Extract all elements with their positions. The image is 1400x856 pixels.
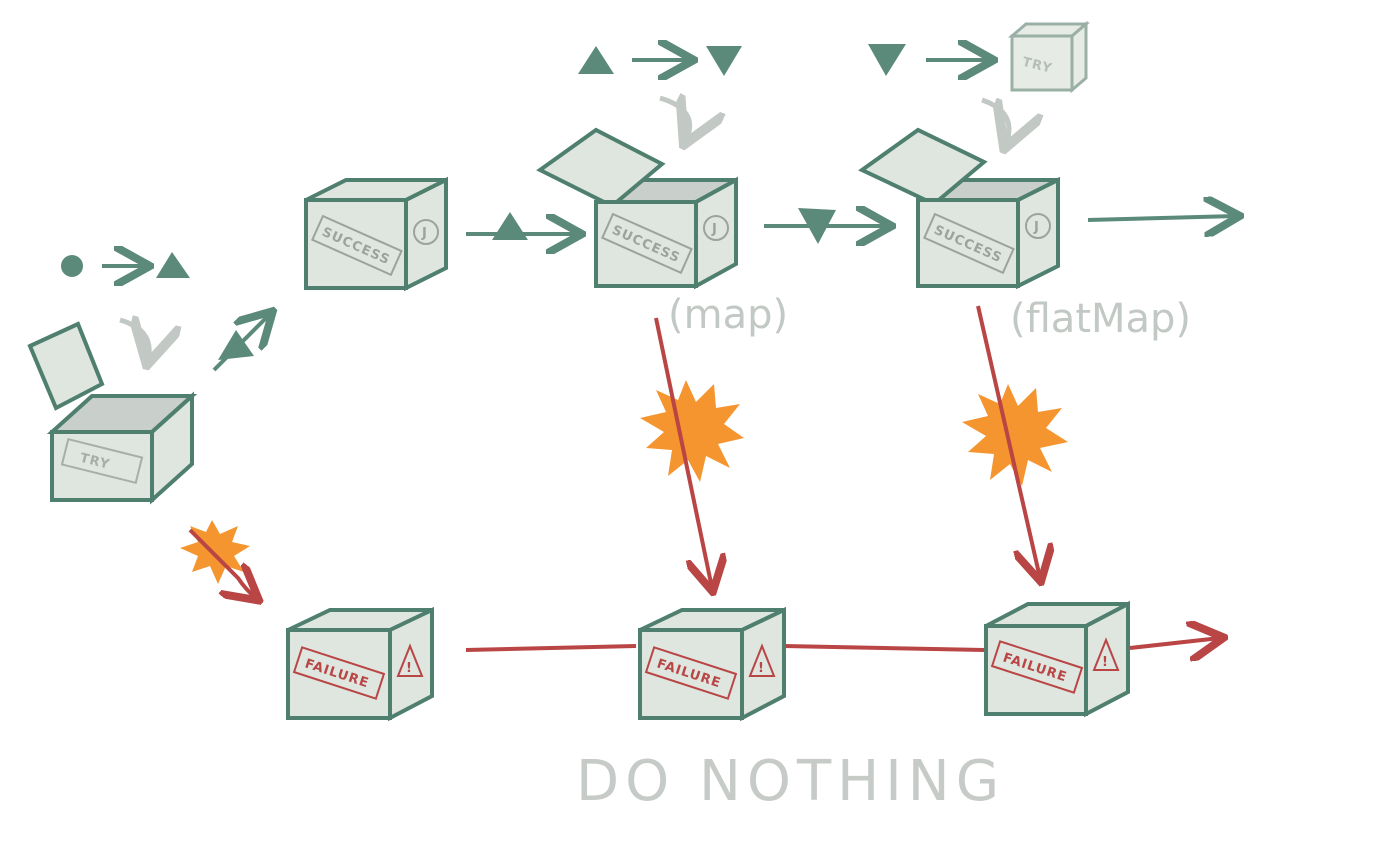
failure-path-2-to-3 [783, 644, 985, 652]
success-path-try-to-success [212, 314, 270, 372]
function-hint-circle-to-triangle [61, 252, 190, 278]
triangle-down-token-icon [706, 46, 742, 76]
triangle-up-token-icon [492, 212, 528, 240]
try-box: TRY [27, 321, 198, 505]
apply-arrow-flatmap [981, 97, 1009, 144]
try-box-small-tag: TRY [1021, 55, 1054, 77]
apply-arrow-try [119, 320, 149, 360]
failure-path-map [640, 317, 744, 588]
failure-path-flatmap [962, 305, 1068, 578]
failure-box-2-side: ! [758, 661, 765, 676]
triangle-down-token-icon [798, 208, 836, 244]
function-hint-map [578, 46, 742, 76]
success-path-1-to-2 [466, 212, 578, 240]
try-box-lid [27, 321, 105, 411]
warning-icon [748, 643, 776, 677]
failure-box-3-side: ! [1102, 655, 1109, 670]
success-box-3-lid [858, 127, 988, 207]
explosion-icon [962, 384, 1068, 486]
failure-box-1: FAILURE ! [286, 606, 434, 722]
triangle-up-token-icon [218, 330, 254, 360]
try-box-small: TRY [1007, 20, 1091, 94]
success-path-out [1087, 216, 1236, 220]
try-box-tag: TRY [78, 451, 111, 473]
apply-arrow-map [659, 98, 690, 140]
failure-path-out [1129, 638, 1220, 648]
explosion-icon [640, 380, 744, 482]
success-box-2: SUCCESS J [536, 127, 738, 290]
do-nothing-label: DO NOTHING [576, 749, 1005, 814]
warning-icon [396, 643, 424, 677]
success-box-3-side: J [1033, 220, 1040, 235]
triangle-up-token-icon [578, 46, 614, 74]
success-box-1-side: J [421, 226, 428, 241]
failure-box-1-side: ! [406, 661, 413, 676]
warning-icon [1092, 637, 1120, 671]
map-label: (map) [668, 292, 788, 338]
success-box-2-lid [536, 127, 666, 209]
flatmap-label: (flatMap) [1010, 296, 1191, 342]
success-path-2-to-3 [764, 208, 888, 244]
failure-box-3: FAILURE ! [984, 600, 1130, 718]
failure-path-try [180, 520, 256, 598]
success-box-3: SUCCESS J [858, 127, 1060, 290]
function-hint-flatmap: TRY [868, 20, 1091, 94]
failure-box-2: FAILURE ! [638, 606, 786, 722]
success-box-2-side: J [711, 222, 718, 237]
failure-path-1-to-2 [465, 644, 637, 652]
circle-token-icon [61, 255, 83, 277]
triangle-down-token-icon [868, 44, 906, 76]
triangle-up-token-icon [156, 252, 190, 278]
success-box-1: SUCCESS J [304, 176, 448, 292]
